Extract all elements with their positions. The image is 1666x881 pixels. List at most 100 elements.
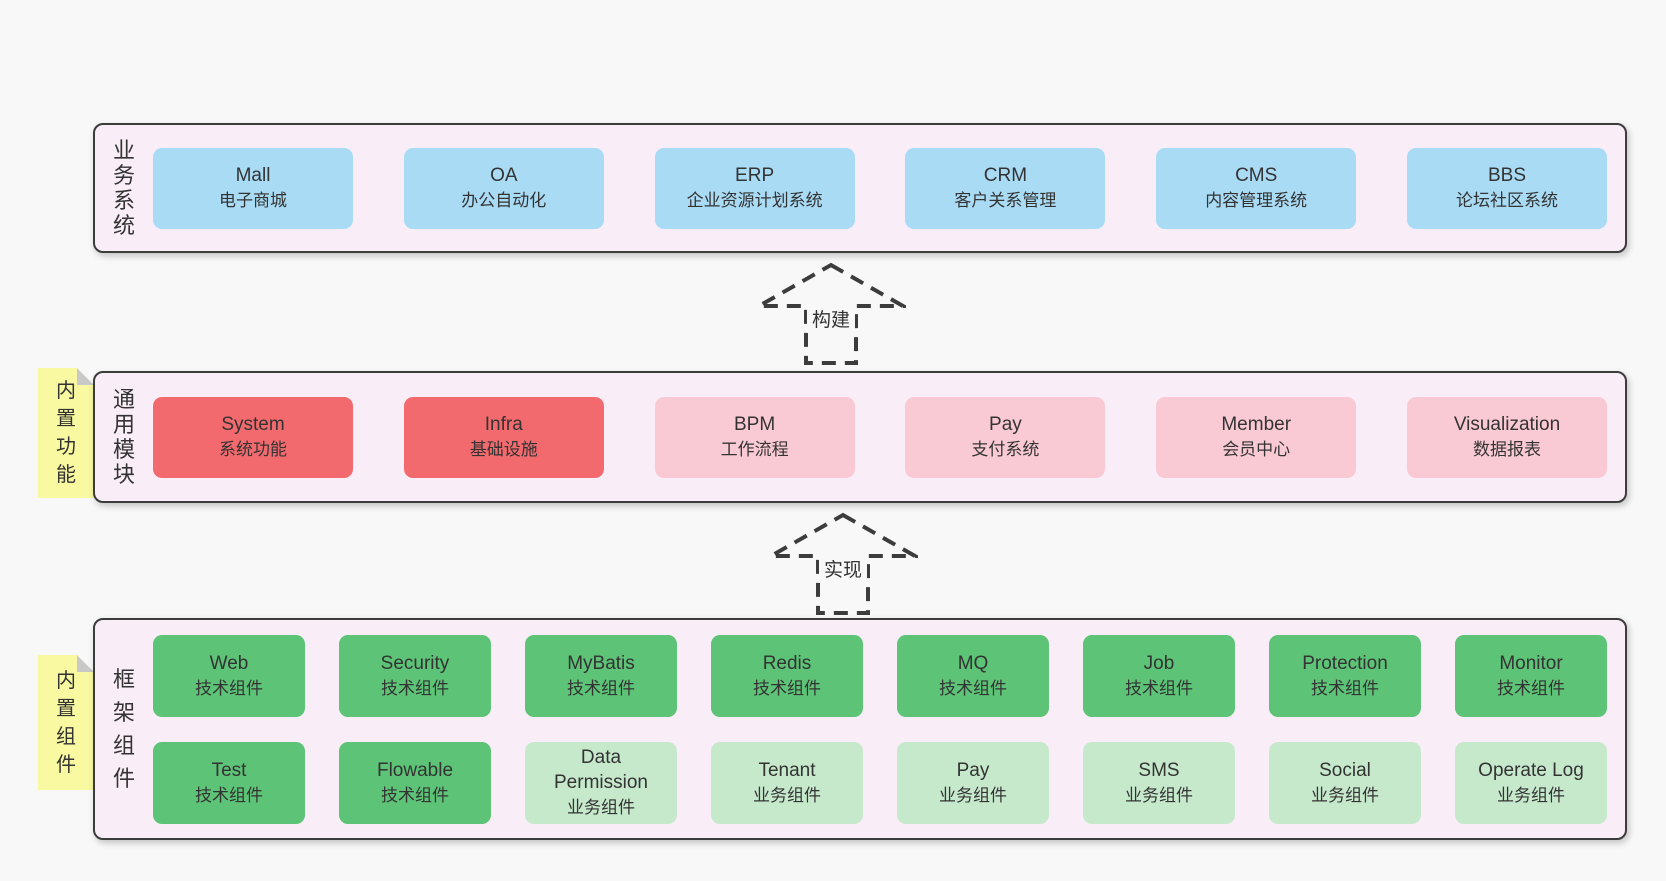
dashed-up-arrow-icon (756, 262, 906, 365)
box-en-label: CRM (983, 165, 1028, 186)
dashed-up-arrow-icon (768, 512, 918, 615)
vertical-label-char: 置 (56, 697, 76, 720)
band-vertical-label-common-modules: 通用模块 (95, 373, 153, 501)
arrow-label: 实现 (818, 554, 868, 583)
arrow-build: 构建 (756, 262, 906, 366)
vertical-label-char: 块 (112, 462, 135, 487)
box-zh-label: 内容管理系统 (1205, 191, 1308, 210)
box-member: Member 会员中心 (1156, 396, 1357, 478)
band-vertical-label-framework-components: 框架组件 (95, 620, 153, 838)
box-en-label: Pay (956, 759, 990, 781)
sticky-tag-text: 内置组件 (56, 667, 76, 779)
box-en-label: Protection (1302, 652, 1388, 674)
vertical-label-char: 模 (112, 437, 135, 462)
box-en-label: Data Permission (554, 747, 648, 793)
box-zh-label: 技术组件 (195, 678, 263, 698)
box-en-label: Operate Log (1478, 759, 1584, 781)
vertical-label-char: 用 (112, 412, 135, 437)
box-en-label: Monitor (1499, 652, 1563, 674)
box-en-label: MyBatis (567, 652, 635, 674)
box-zh-label: 技术组件 (1311, 678, 1379, 698)
box-mybatis: MyBatis 技术组件 (525, 634, 677, 717)
box-en-label: ERP (735, 165, 775, 186)
vertical-label-char: 通 (112, 387, 135, 412)
box-zh-label: 会员中心 (1222, 440, 1291, 459)
box-zh-label: 数据报表 (1472, 440, 1541, 459)
box-zh-label: 技术组件 (567, 678, 635, 698)
box-en-label: Infra (484, 414, 523, 435)
box-en-label: SMS (1138, 759, 1180, 781)
arrow-implement: 实现 (768, 512, 918, 616)
box-en-label: Member (1221, 414, 1292, 435)
box-zh-label: 技术组件 (939, 678, 1007, 698)
box-operate-log: Operate Log 业务组件 (1455, 741, 1607, 824)
box-en-label: BPM (734, 414, 776, 435)
box-zh-label: 电子商城 (219, 191, 287, 210)
box-en-label: Pay (989, 414, 1022, 435)
box-zh-label: 技术组件 (753, 678, 821, 698)
box-en-label: MQ (957, 652, 989, 674)
box-visualization: Visualization 数据报表 (1406, 396, 1607, 478)
box-zh-label: 技术组件 (1497, 678, 1565, 698)
vertical-label-char: 务 (112, 163, 135, 188)
box-zh-label: 技术组件 (381, 785, 449, 805)
box-en-label: Mall (235, 165, 271, 186)
box-zh-label: 业务组件 (1311, 785, 1379, 805)
box-erp: ERP 企业资源计划系统 (654, 147, 855, 229)
box-oa: OA 办公自动化 (403, 147, 604, 229)
box-en-label: BBS (1487, 165, 1526, 186)
box-zh-label: 办公自动化 (461, 191, 547, 210)
box-zh-label: 技术组件 (381, 678, 449, 698)
box-zh-label: 技术组件 (1125, 678, 1193, 698)
box-en-label: Tenant (758, 759, 816, 781)
box-bpm: BPM 工作流程 (654, 396, 855, 478)
vertical-label-char: 业 (112, 138, 135, 163)
box-zh-label: 业务组件 (753, 785, 821, 805)
box-pay: Pay 业务组件 (897, 741, 1049, 824)
arrow-label: 构建 (806, 304, 856, 333)
vertical-label-char: 框 (112, 667, 135, 692)
vertical-label-char: 组 (112, 733, 135, 758)
vertical-label-char: 内 (56, 669, 76, 692)
box-en-label: Job (1143, 652, 1175, 674)
vertical-label-char: 件 (112, 766, 135, 791)
box-en-label: Social (1319, 759, 1371, 781)
vertical-label-char: 系 (112, 188, 135, 213)
vertical-label-char: 功 (56, 436, 76, 458)
vertical-label-char: 置 (56, 408, 76, 430)
box-zh-label: 业务组件 (939, 785, 1007, 805)
sticky-tag-builtin-functions: 内置功能 (38, 368, 94, 498)
box-zh-label: 企业资源计划系统 (686, 191, 823, 210)
box-en-label: System (221, 414, 285, 435)
box-en-label: CMS (1235, 165, 1278, 186)
box-zh-label: 技术组件 (195, 785, 263, 805)
box-zh-label: 业务组件 (1497, 785, 1565, 805)
box-protection: Protection 技术组件 (1269, 634, 1421, 717)
box-en-label: Visualization (1453, 414, 1561, 435)
box-job: Job 技术组件 (1083, 634, 1235, 717)
vertical-label-char: 能 (56, 464, 76, 486)
box-en-label: OA (490, 165, 518, 186)
box-monitor: Monitor 技术组件 (1455, 634, 1607, 717)
box-en-label: Security (380, 652, 450, 674)
box-zh-label: 工作流程 (720, 440, 789, 459)
